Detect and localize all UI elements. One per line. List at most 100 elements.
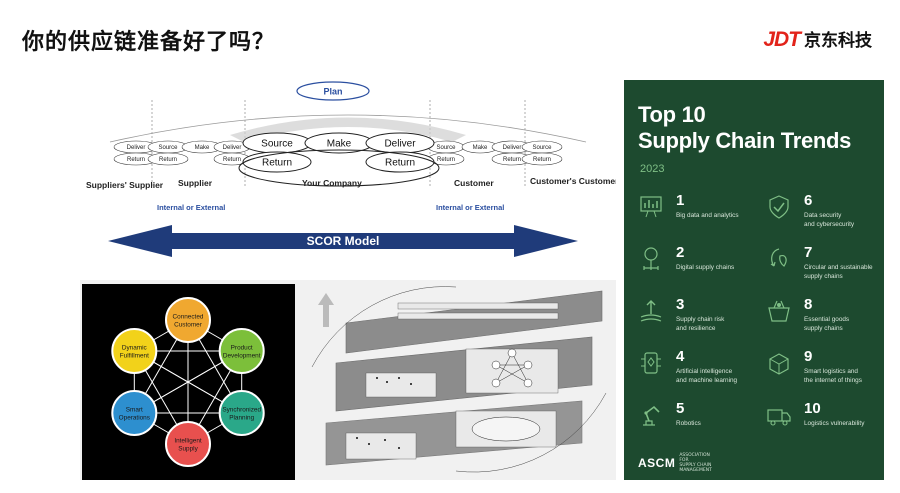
trends-title: Top 10 Supply Chain Trends	[638, 102, 851, 154]
trend-number: 9	[804, 348, 813, 365]
trend-label-line2: and machine learning	[676, 376, 738, 384]
svg-text:Return: Return	[127, 157, 145, 163]
trend-label-line1: Big data and analytics	[676, 212, 739, 219]
brand-name: 京东科技	[804, 31, 872, 51]
wheel-node-label: Supply	[178, 446, 198, 453]
ascm-logo: ASCM ASSOCIATION FOR SUPPLY CHAIN MANAGE…	[638, 453, 719, 473]
svg-text:Source: Source	[532, 145, 552, 151]
wheel-node-circle	[218, 328, 265, 374]
plan-node: Plan	[296, 81, 370, 101]
svg-text:Make: Make	[473, 145, 488, 151]
svg-text:Deliver: Deliver	[503, 145, 522, 151]
scor-model-label: SCOR Model	[307, 234, 380, 248]
svg-text:Source: Source	[436, 145, 456, 151]
svg-text:Return: Return	[223, 157, 241, 163]
trend-label: Robotics	[676, 420, 758, 429]
supply-network-wheel: ConnectedCustomerProductDevelopmentSynch…	[82, 284, 295, 480]
trend-label-line2: and cybersecurity	[804, 220, 855, 228]
trend-label: Digital supply chains	[676, 264, 758, 273]
trend-label-line1: Logistics vulnerability	[804, 420, 865, 427]
col-suppliers-supplier: Suppliers' Supplier	[86, 180, 164, 190]
wheel-node-label: Development	[223, 353, 261, 360]
trend-number: 7	[804, 244, 813, 261]
trend-number: 3	[676, 296, 685, 313]
trend-label-line1: Data security	[804, 212, 842, 219]
plan-label: Plan	[323, 87, 342, 97]
col-customer: Customer	[454, 178, 494, 188]
trends-year: 2023	[640, 163, 665, 175]
trend-number: 5	[676, 400, 685, 417]
col-supplier: Supplier	[178, 178, 213, 188]
ascm-logo-text: ASSOCIATION FOR SUPPLY CHAIN MANAGEMENT	[679, 453, 712, 473]
trend-number: 6	[804, 192, 813, 209]
trends-title-line2: Supply Chain Trends	[638, 128, 852, 153]
basket-icon	[768, 300, 790, 322]
trend-label-line2: the internet of things	[804, 376, 862, 384]
trend-label-line2: supply chains	[804, 272, 843, 280]
scor-model-diagram: Plan Deliver Source Return Return Make D…	[80, 80, 616, 280]
truck-icon	[767, 409, 791, 426]
wheel-node-label: Intelligent	[174, 438, 202, 445]
company-return-source: Return	[262, 158, 292, 169]
recycle-leaf-icon	[770, 248, 787, 267]
trend-number: 8	[804, 296, 813, 313]
svg-text:Source: Source	[158, 145, 178, 151]
company-return-deliver: Return	[385, 158, 415, 169]
svg-text:Make: Make	[195, 145, 210, 151]
wheel-node-circle	[111, 328, 158, 374]
svg-text:Return: Return	[533, 157, 551, 163]
wheel-node-label: Dynamic	[122, 345, 148, 352]
ascm-logo-mark: ASCM	[638, 456, 676, 470]
architecture-diagram	[311, 286, 607, 473]
wheel-node-label: Connected	[173, 314, 204, 321]
svg-text:Return: Return	[437, 157, 455, 163]
brand-logo-mark: JDT	[763, 28, 801, 51]
trend-label-line1: Robotics	[676, 420, 701, 427]
trend-label-line1: Circular and sustainable	[804, 264, 873, 271]
trend-label-line1: Smart logistics and	[804, 368, 858, 375]
wheel-node-circle	[165, 297, 211, 343]
trend-label: Logistics vulnerability	[804, 420, 886, 429]
wheel-node-label: Product	[231, 345, 253, 352]
slide-title: 你的供应链准备好了吗？	[22, 30, 276, 55]
svg-text:Return: Return	[503, 157, 521, 163]
col-your-company: Your Company	[302, 178, 362, 188]
robot-arm-icon	[643, 405, 660, 426]
internal-external-left: Internal or External	[157, 203, 225, 212]
wheel-node-label: Synchronized	[222, 407, 261, 414]
trend-label-line2: and resilience	[676, 324, 716, 332]
trend-number: 1	[676, 192, 685, 209]
wheel-node-label: Customer	[174, 322, 203, 329]
wheel-node-label: Smart	[126, 407, 143, 414]
company-source: Source	[261, 139, 293, 150]
svg-text:Deliver: Deliver	[127, 145, 146, 151]
ai-brain-icon	[641, 352, 661, 374]
brand-logo: JDT 京东科技	[763, 26, 872, 52]
wheel-node-label: Planning	[229, 415, 254, 422]
network-icon	[643, 247, 659, 270]
wheel-node-circle	[218, 390, 265, 436]
company-deliver: Deliver	[384, 139, 416, 150]
trend-label-line1: Supply chain risk	[676, 316, 725, 323]
trend-label: Big data and analytics	[676, 212, 758, 221]
wheel-node-circle	[111, 390, 158, 436]
growth-arrow-icon	[640, 300, 662, 322]
left-image-panel: Plan Deliver Source Return Return Make D…	[80, 80, 616, 480]
company-make: Make	[327, 139, 352, 150]
